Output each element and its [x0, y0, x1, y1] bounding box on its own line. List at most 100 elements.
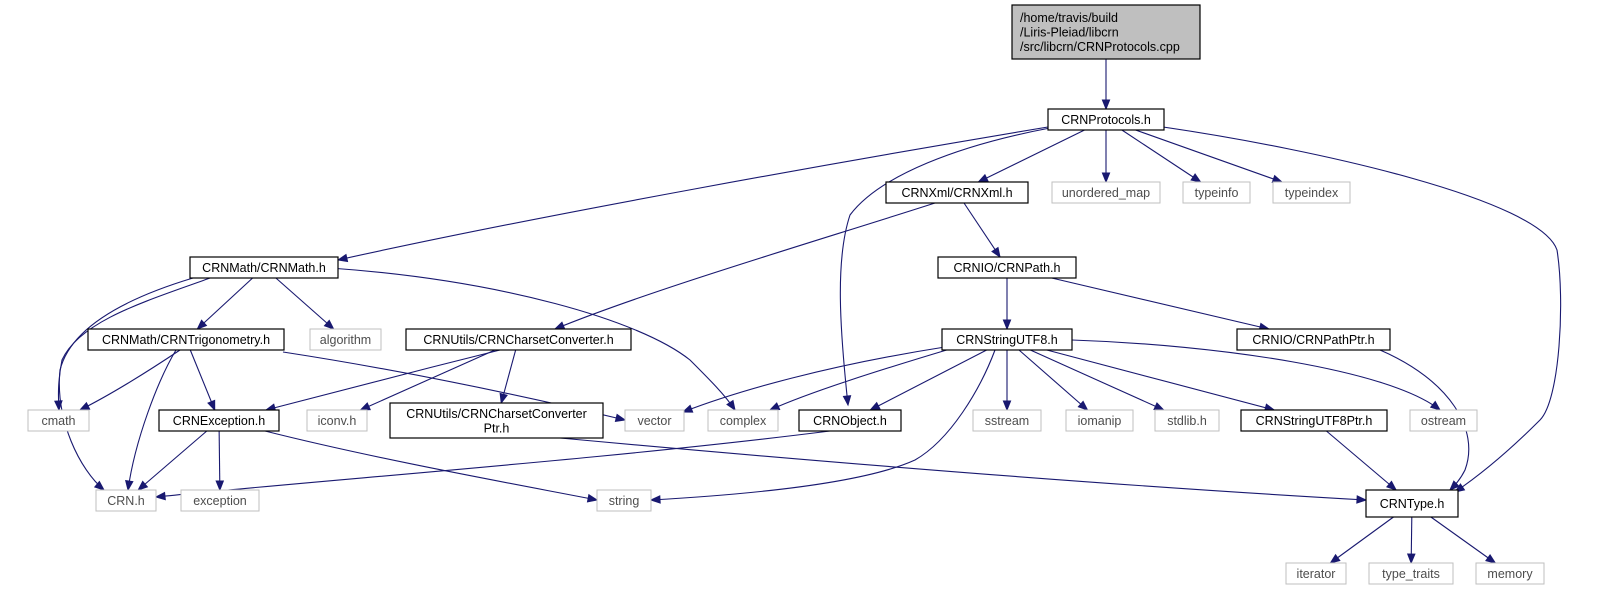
node-box	[937, 256, 1077, 279]
node-utf8[interactable]: CRNStringUTF8.h	[941, 328, 1073, 351]
edge-line	[189, 349, 216, 411]
node-box	[1051, 181, 1161, 204]
edge-line	[1326, 430, 1397, 491]
edge-protocols-to-typeindex	[1135, 129, 1284, 183]
node-label: CRNIO/CRNPathPtr.h	[1252, 333, 1374, 347]
arrowhead	[553, 321, 566, 330]
node-box	[1272, 181, 1351, 204]
node-box	[1236, 328, 1391, 351]
node-label: sstream	[985, 414, 1029, 428]
node-object[interactable]: CRNObject.h	[798, 409, 902, 432]
edge-line	[1018, 349, 1088, 411]
node-label: algorithm	[320, 333, 371, 347]
arrowhead	[768, 402, 781, 411]
node-label: exception	[193, 494, 247, 508]
arrowhead	[842, 395, 852, 407]
arrowhead	[1101, 172, 1111, 184]
edge-charset-to-exception_h	[264, 349, 501, 412]
edge-line	[1430, 516, 1496, 564]
node-label: /home/travis/build	[1020, 11, 1118, 25]
node-root[interactable]: /home/travis/build/Liris-Pleiad/libcrn/s…	[1011, 4, 1201, 60]
node-utf8ptr[interactable]: CRNStringUTF8Ptr.h	[1240, 409, 1388, 432]
node-label: /Liris-Pleiad/libcrn	[1020, 26, 1119, 40]
edge-root-to-protocols	[1101, 59, 1111, 111]
node-charset[interactable]: CRNUtils/CRNCharsetConverter.h	[405, 328, 632, 351]
node-pathptr[interactable]: CRNIO/CRNPathPtr.h	[1236, 328, 1391, 351]
node-box	[1368, 562, 1454, 585]
edge-math-to-trig	[196, 277, 253, 330]
edge-line	[769, 348, 951, 411]
arrowhead	[207, 399, 216, 412]
node-box	[1365, 489, 1459, 518]
edge-charsetptr-to-type	[559, 437, 1368, 504]
edge-exception_h-to-crn	[137, 430, 208, 491]
edge-type-to-type_traits	[1406, 516, 1416, 565]
edge-trig-to-exception_h	[189, 349, 216, 412]
node-trig[interactable]: CRNMath/CRNTrigonometry.h	[87, 328, 285, 351]
edge-trig-to-crn	[125, 349, 177, 492]
node-type[interactable]: CRNType.h	[1365, 489, 1459, 518]
node-label: ostream	[1421, 414, 1466, 428]
node-exception_h[interactable]: CRNException.h	[158, 409, 280, 432]
arrowhead	[1429, 400, 1442, 411]
edge-line	[79, 349, 181, 411]
node-box	[389, 402, 604, 439]
edge-math-to-complex	[329, 267, 736, 412]
arrowhead	[991, 246, 1001, 259]
node-protocols[interactable]: CRNProtocols.h	[1047, 108, 1165, 131]
arrowhead	[1406, 553, 1416, 565]
node-box	[1154, 409, 1220, 432]
edge-protocols-to-unordered_map	[1101, 130, 1111, 184]
node-label: CRNException.h	[173, 414, 265, 428]
arrowhead	[336, 253, 349, 263]
node-label: typeinfo	[1195, 186, 1239, 200]
node-label: CRNUtils/CRNCharsetConverter.h	[423, 333, 613, 347]
edge-protocols-to-math	[336, 126, 1049, 263]
edge-line	[265, 349, 501, 411]
node-box	[180, 489, 260, 512]
edge-utf8-to-object	[869, 349, 987, 411]
arrowhead	[1485, 553, 1497, 564]
edge-protocols-to-typeinfo	[1121, 129, 1202, 183]
node-box	[158, 409, 280, 432]
edges-layer	[54, 59, 1562, 565]
edge-line	[978, 129, 1085, 183]
arrowhead	[359, 402, 371, 411]
edge-utf8ptr-to-type	[1326, 430, 1398, 491]
edge-utf8-to-sstream	[1002, 350, 1012, 412]
node-label: type_traits	[1382, 567, 1440, 581]
node-label: /src/libcrn/CRNProtocols.cpp	[1020, 40, 1180, 54]
edge-line	[682, 346, 946, 413]
edge-type-to-memory	[1430, 516, 1497, 564]
arrowhead	[869, 401, 881, 411]
node-exception: exception	[180, 489, 260, 512]
node-stdlib: stdlib.h	[1154, 409, 1220, 432]
node-box	[1047, 108, 1165, 131]
node-xml[interactable]: CRNXml/CRNXml.h	[885, 181, 1029, 204]
node-label: CRNObject.h	[813, 414, 887, 428]
node-box	[27, 409, 90, 432]
node-box	[972, 409, 1042, 432]
edge-xml-to-path	[963, 202, 1001, 259]
edge-line	[1121, 129, 1201, 183]
arrowhead	[1356, 495, 1368, 504]
edge-pathptr-to-type	[1379, 349, 1470, 491]
edge-line	[155, 430, 831, 498]
node-label: stdlib.h	[1167, 414, 1207, 428]
node-label: CRNStringUTF8.h	[956, 333, 1057, 347]
node-label: CRN.h	[107, 494, 145, 508]
edge-charset-to-charsetptr	[499, 349, 517, 405]
node-label: CRNMath/CRNMath.h	[202, 261, 326, 275]
node-box	[405, 328, 632, 351]
node-label: cmath	[41, 414, 75, 428]
node-label: CRNIO/CRNPath.h	[954, 261, 1061, 275]
edge-line	[1071, 339, 1441, 411]
arrowhead	[726, 399, 736, 412]
edge-line	[137, 430, 208, 491]
edge-utf8-to-iomanip	[1018, 349, 1089, 411]
node-label: CRNProtocols.h	[1061, 113, 1151, 127]
node-math[interactable]: CRNMath/CRNMath.h	[189, 256, 339, 279]
node-box	[87, 328, 285, 351]
node-path[interactable]: CRNIO/CRNPath.h	[937, 256, 1077, 279]
